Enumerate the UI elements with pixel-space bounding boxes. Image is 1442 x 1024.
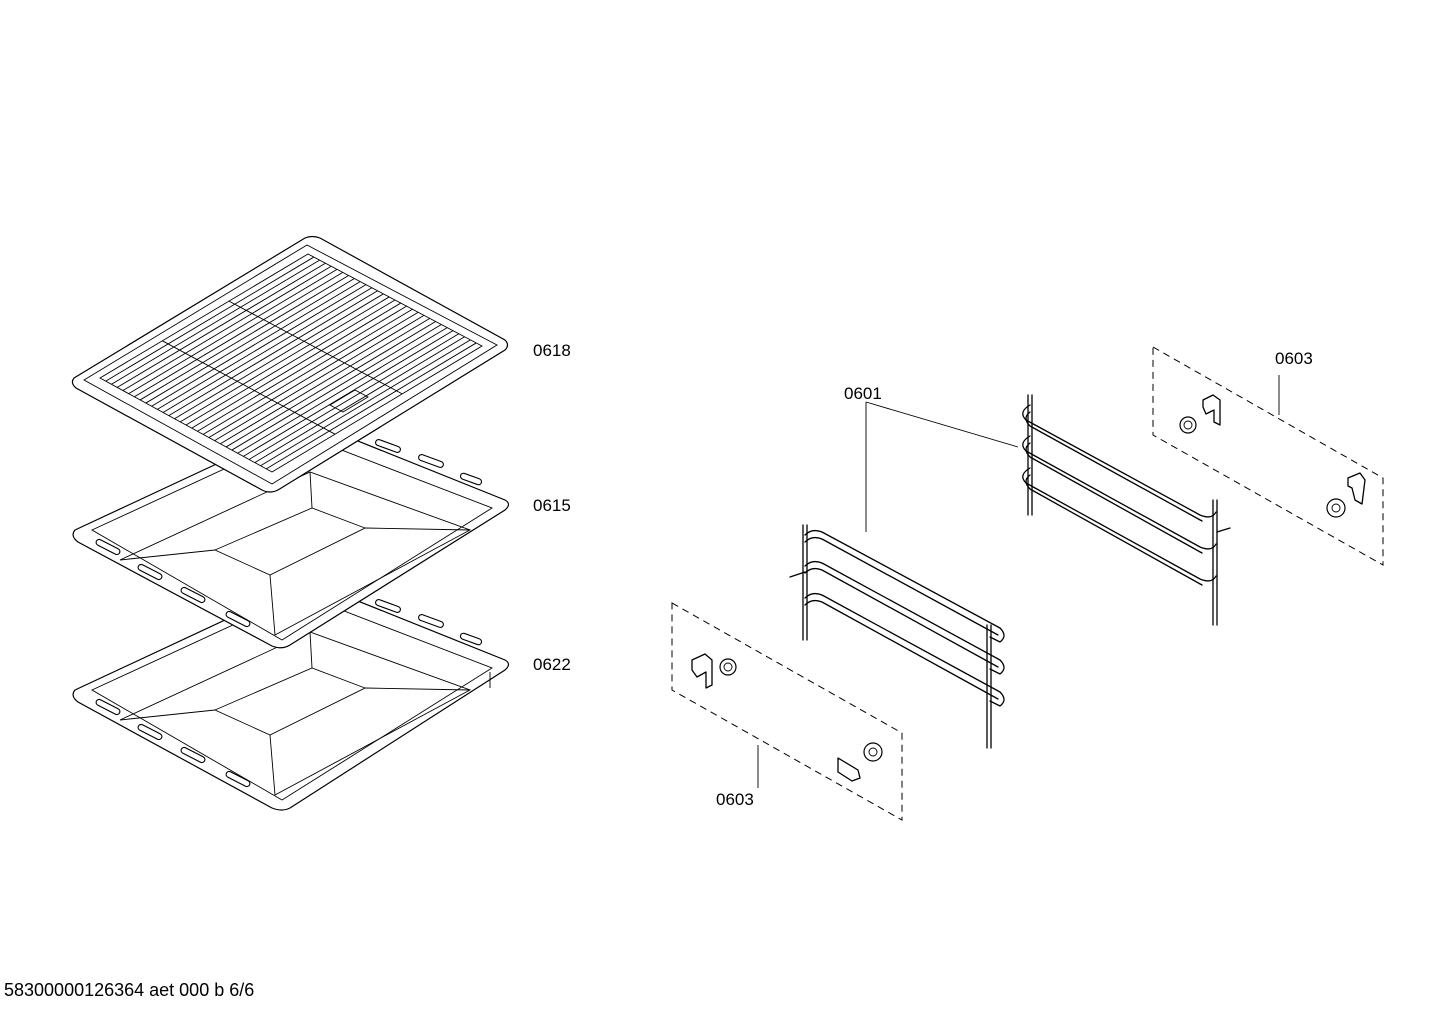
rack-bar [151,281,361,407]
left-upper-clip [691,653,737,689]
rack-bars [105,256,477,470]
right-upper-clip [1179,394,1221,434]
rack-bar [145,278,355,404]
rack-bar [208,311,419,438]
rack-bar [260,339,471,467]
rack-bar [185,299,396,426]
label-baking-tray: 0615 [533,496,571,515]
label-universal-pan: 0622 [533,655,571,674]
rack-bar [266,342,477,470]
rack-bar [128,268,338,395]
label-wire-rack: 0618 [533,341,571,360]
rack-bar [174,293,384,420]
rack-bar [139,275,349,401]
rack-bar [111,259,320,385]
label-rails: 0601 [844,384,882,403]
right-rail-drawing [1022,394,1231,626]
rack-bar [254,336,465,463]
rack-bar [197,305,407,432]
document-footer-code: 58300000126364 aet 000 b 6/6 [4,980,255,1000]
rack-bar [225,321,436,448]
rack-bar [157,284,367,410]
left-rail-drawing [789,524,1005,749]
right-lower-clip [1326,472,1366,518]
rack-bar [243,330,454,457]
label-clips-left: 0603 [716,790,754,809]
rack-bar [248,333,460,460]
universal-pan-drawing [72,582,510,811]
left-clip-set-drawing [671,602,903,821]
wire-rack-drawing [71,235,509,493]
rack-support [162,340,336,435]
rack-bar [134,272,344,398]
rack-bar [168,290,378,416]
rack-bar [162,287,373,413]
rack-bar [214,314,425,442]
rack-bar [180,296,390,423]
rack-bar [231,324,442,451]
rack-support [228,300,403,395]
rack-bar [202,308,413,435]
rack-bar [105,256,315,382]
leader-lines [757,375,1280,788]
left-lower-clip [837,742,883,782]
label-clips-right: 0603 [1275,349,1313,368]
rack-bar [237,327,448,454]
rack-bar [116,262,326,388]
rack-bar [220,318,431,445]
rack-bar [122,265,332,391]
rack-bar [191,302,402,429]
right-clip-set-drawing [1152,346,1384,566]
